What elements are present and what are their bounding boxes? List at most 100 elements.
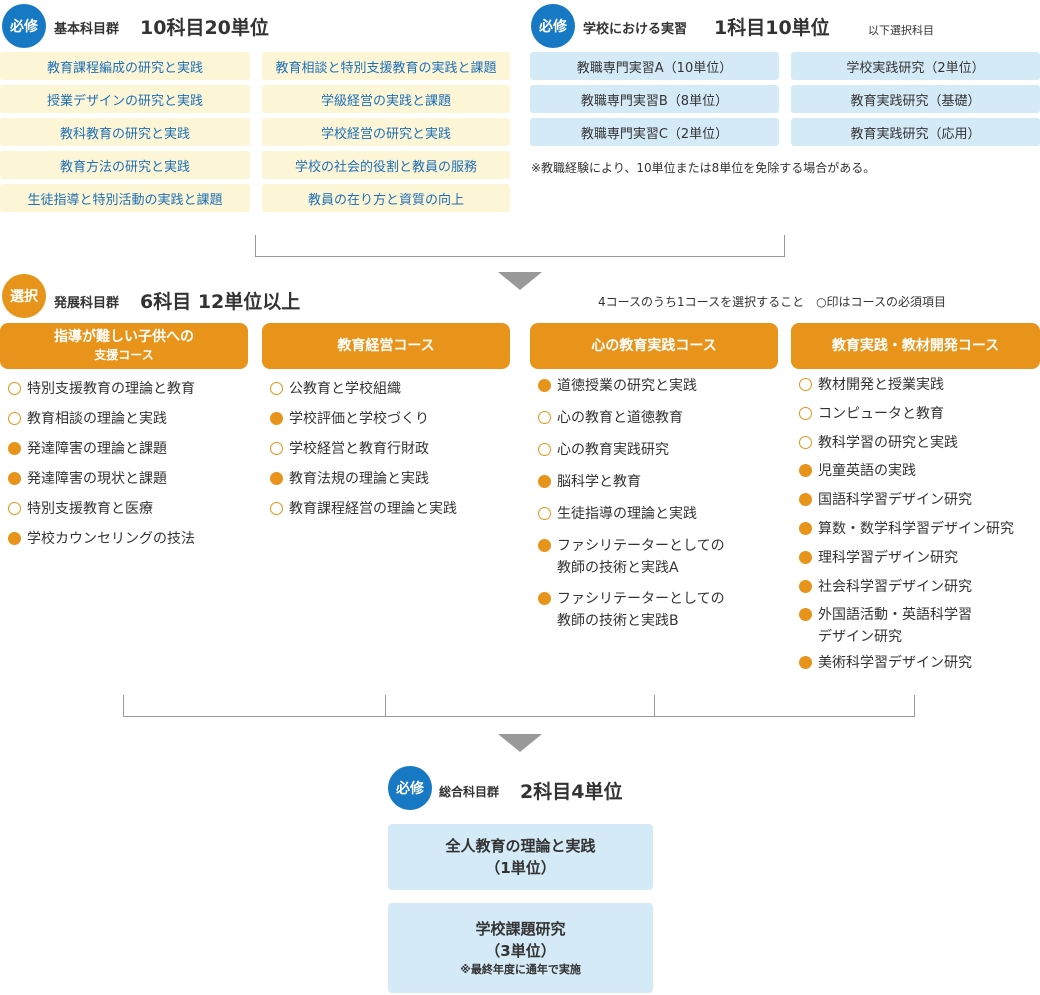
course-item-label: 特別支援教育と医療 xyxy=(27,501,153,517)
integrated-subject-school-issues: 学校課題研究 （3単位） ※最終年度に通年で実施 xyxy=(388,903,653,993)
connector-line xyxy=(255,256,785,257)
required-badge-integrated: 必修 xyxy=(388,766,432,810)
required-badge-practice: 必修 xyxy=(531,4,575,48)
required-mark-icon xyxy=(799,436,812,449)
practice-footnote: ※教職経験により、10単位または8単位を免除する場合がある。 xyxy=(531,161,876,175)
basic-group-label: 基本科目群 xyxy=(54,22,120,37)
required-badge-basic: 必修 xyxy=(2,4,46,48)
elective-mark-icon xyxy=(799,493,812,506)
down-arrow-icon xyxy=(498,734,542,752)
course-item-label: 学校経営と教育行財政 xyxy=(289,441,429,457)
elective-mark-icon xyxy=(270,472,283,485)
course-item-label: 算数・数学科学習デザイン研究 xyxy=(818,521,1014,537)
course-item: コンピュータと教育 xyxy=(799,403,944,425)
basic-subject: 教育課程編成の研究と実践 xyxy=(0,52,250,80)
course-item-label: 教育課程経営の理論と実践 xyxy=(289,501,457,517)
course-item: 学校経営と教育行財政 xyxy=(270,438,429,460)
elective-mark-icon xyxy=(799,464,812,477)
advanced-group-summary: 6科目 12単位以上 xyxy=(140,291,301,313)
course-item: 特別支援教育と医療 xyxy=(8,498,153,520)
course-item-line: ファシリテーターとしての xyxy=(557,538,725,554)
required-mark-icon xyxy=(8,412,21,425)
course-item-line: 外国語活動・英語科学習 xyxy=(818,607,972,623)
elective-badge-advanced: 選択 xyxy=(2,274,46,318)
required-mark-icon xyxy=(538,411,551,424)
course-item: 特別支援教育の理論と教育 xyxy=(8,378,195,400)
practice-subject: 教育実践研究（基礎） xyxy=(791,85,1040,113)
course-item-label: ファシリテーターとしての教師の技術と実践B xyxy=(557,588,725,632)
course-item: 教育相談の理論と実践 xyxy=(8,408,167,430)
course-item: 児童英語の実践 xyxy=(799,460,916,482)
basic-subject: 教育相談と特別支援教育の実践と課題 xyxy=(262,52,510,80)
course-item: ファシリテーターとしての教師の技術と実践B xyxy=(538,588,725,632)
course-item-label: 教材開発と授業実践 xyxy=(818,377,944,393)
course-item-label: 理科学習デザイン研究 xyxy=(818,550,958,566)
connector-line xyxy=(123,695,124,717)
course-title: 教育経営コース xyxy=(337,338,435,354)
elective-note: 以下選択科目 xyxy=(868,24,934,37)
course-header-heart-education: 心の教育実践コース xyxy=(530,323,778,369)
course-item: 社会科学習デザイン研究 xyxy=(799,576,972,598)
subject-note: ※最終年度に通年で実施 xyxy=(460,963,581,976)
elective-mark-icon xyxy=(799,551,812,564)
practice-subject: 教育実践研究（応用） xyxy=(791,118,1040,146)
advanced-note: 4コースのうち1コースを選択すること ○印はコースの必須項目 xyxy=(598,295,946,309)
course-item: 国語科学習デザイン研究 xyxy=(799,489,972,511)
basic-subject: 教員の在り方と資質の向上 xyxy=(262,184,510,212)
elective-mark-icon xyxy=(8,532,21,545)
course-item: 美術科学習デザイン研究 xyxy=(799,652,972,674)
course-item: 学校評価と学校づくり xyxy=(270,408,429,430)
course-item: 道徳授業の研究と実践 xyxy=(538,375,697,397)
course-item: 発達障害の現状と課題 xyxy=(8,468,167,490)
elective-mark-icon xyxy=(8,472,21,485)
course-subtitle: 支援コース xyxy=(94,348,154,362)
elective-mark-icon xyxy=(799,608,812,621)
integrated-group-label: 総合科目群 xyxy=(439,785,500,799)
course-item-label: 道徳授業の研究と実践 xyxy=(557,378,697,394)
practice-subject: 教職専門実習A（10単位） xyxy=(530,52,779,80)
subject-title: 学校課題研究 xyxy=(475,920,566,938)
course-item: 算数・数学科学習デザイン研究 xyxy=(799,518,1014,540)
course-item-label: 社会科学習デザイン研究 xyxy=(818,579,972,595)
basic-subject: 生徒指導と特別活動の実践と課題 xyxy=(0,184,250,212)
subject-credits: （1単位） xyxy=(485,859,556,877)
connector-line xyxy=(385,695,386,717)
subject-title: 全人教育の理論と実践 xyxy=(445,837,596,855)
basic-group-summary: 10科目20単位 xyxy=(140,17,269,39)
practice-group-summary: 1科目10単位 xyxy=(714,17,830,39)
course-item: 公教育と学校組織 xyxy=(270,378,401,400)
integrated-subject-holistic: 全人教育の理論と実践 （1単位） xyxy=(388,824,653,890)
course-item-label: 公教育と学校組織 xyxy=(289,381,401,397)
course-item: 教育法規の理論と実践 xyxy=(270,468,429,490)
required-mark-icon xyxy=(270,442,283,455)
elective-mark-icon xyxy=(538,539,551,552)
course-item-line: ファシリテーターとしての xyxy=(557,591,725,607)
course-item: 生徒指導の理論と実践 xyxy=(538,503,697,525)
course-item: 学校カウンセリングの技法 xyxy=(8,528,195,550)
course-item-line: デザイン研究 xyxy=(818,629,902,645)
course-item: 発達障害の理論と課題 xyxy=(8,438,167,460)
course-item-label: 国語科学習デザイン研究 xyxy=(818,492,972,508)
elective-mark-icon xyxy=(8,442,21,455)
course-item-line: 教師の技術と実践B xyxy=(557,613,679,629)
practice-group-label: 学校における実習 xyxy=(583,22,688,37)
course-item-label: 教育相談の理論と実践 xyxy=(27,411,167,427)
elective-mark-icon xyxy=(799,580,812,593)
course-item-label: 児童英語の実践 xyxy=(818,463,916,479)
practice-subject: 教職専門実習C（2単位） xyxy=(530,118,779,146)
basic-subject: 学級経営の実践と課題 xyxy=(262,85,510,113)
course-item-label: 脳科学と教育 xyxy=(557,474,641,490)
course-item: 教育課程経営の理論と実践 xyxy=(270,498,457,520)
down-arrow-icon xyxy=(498,272,542,290)
course-item-label: 美術科学習デザイン研究 xyxy=(818,655,972,671)
required-mark-icon xyxy=(270,382,283,395)
course-item-label: 外国語活動・英語科学習デザイン研究 xyxy=(818,604,972,648)
connector-line xyxy=(123,716,915,717)
connector-line xyxy=(255,235,256,257)
connector-line xyxy=(654,695,655,717)
course-item-label: 生徒指導の理論と実践 xyxy=(557,506,697,522)
course-item: 心の教育実践研究 xyxy=(538,439,669,461)
course-item-label: コンピュータと教育 xyxy=(818,406,944,422)
elective-mark-icon xyxy=(538,475,551,488)
course-header-management: 教育経営コース xyxy=(262,323,510,369)
